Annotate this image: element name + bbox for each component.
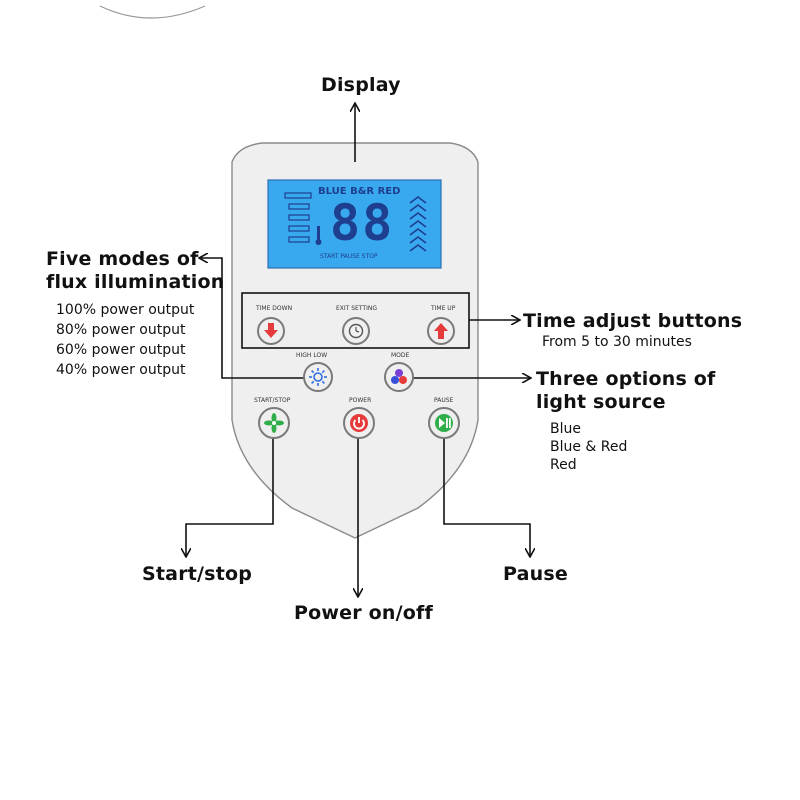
light-option-item: Blue & Red [550,439,628,455]
fan-icon [264,413,284,433]
lcd-status-label: START PAUSE STOP [320,253,378,260]
mode-label: MODE [391,352,410,359]
start-arrow [186,438,274,556]
flux-mode-item: 60% power output [56,342,186,358]
power-icon [350,414,368,432]
clock-icon [348,323,364,339]
play-pause-icon [435,414,453,432]
power-callout: Power on/off [294,602,433,624]
start-stop-label: START/STOP [254,397,291,404]
light-title-line2: light source [536,391,666,413]
flux-title-line1: Five modes of [46,248,199,270]
flux-mode-item: 80% power output [56,322,186,338]
time-down-label: TIME DOWN [256,305,293,312]
light-option-item: Blue [550,421,581,437]
pause-label: PAUSE [434,397,454,404]
lcd-modes-label: BLUE B&R RED [318,186,401,197]
power-label: POWER [349,397,372,404]
time-down-button[interactable] [257,317,285,345]
three-dots-icon [391,369,407,384]
top-arc [99,5,206,19]
lcd-screen [267,179,442,269]
exit-setting-label: EXIT SETTING [336,305,377,312]
pause-arrow [443,438,530,556]
high-low-button[interactable] [303,362,333,392]
mode-button[interactable] [384,362,414,392]
start-stop-callout: Start/stop [142,563,253,585]
arrow-down-icon [264,323,278,338]
arrow-up-icon [434,323,448,339]
time-up-label: TIME UP [431,305,456,312]
pause-button[interactable] [428,407,460,439]
flux-mode-item: 40% power output [56,362,186,378]
flux-arrow [200,258,306,379]
time-up-button[interactable] [427,317,455,345]
time-adjust-title: Time adjust buttons [523,310,743,332]
lcd-chevrons [409,196,427,252]
display-label: Display [321,74,401,96]
high-low-label: HIGH LOW [296,352,328,359]
lcd-power-bars [284,192,312,243]
exit-setting-button[interactable] [342,317,370,345]
flux-title-line2: flux illumination [46,271,225,293]
light-option-item: Red [550,457,577,473]
sun-icon [309,368,327,386]
light-title-line1: Three options of [536,368,716,390]
start-stop-button[interactable] [258,407,290,439]
flux-mode-item: 100% power output [56,302,195,318]
time-adjust-sub: From 5 to 30 minutes [542,334,692,350]
thermometer-icon [315,226,322,245]
power-button[interactable] [343,407,375,439]
pause-callout: Pause [503,563,568,585]
lcd-digits: 88 [330,194,395,252]
